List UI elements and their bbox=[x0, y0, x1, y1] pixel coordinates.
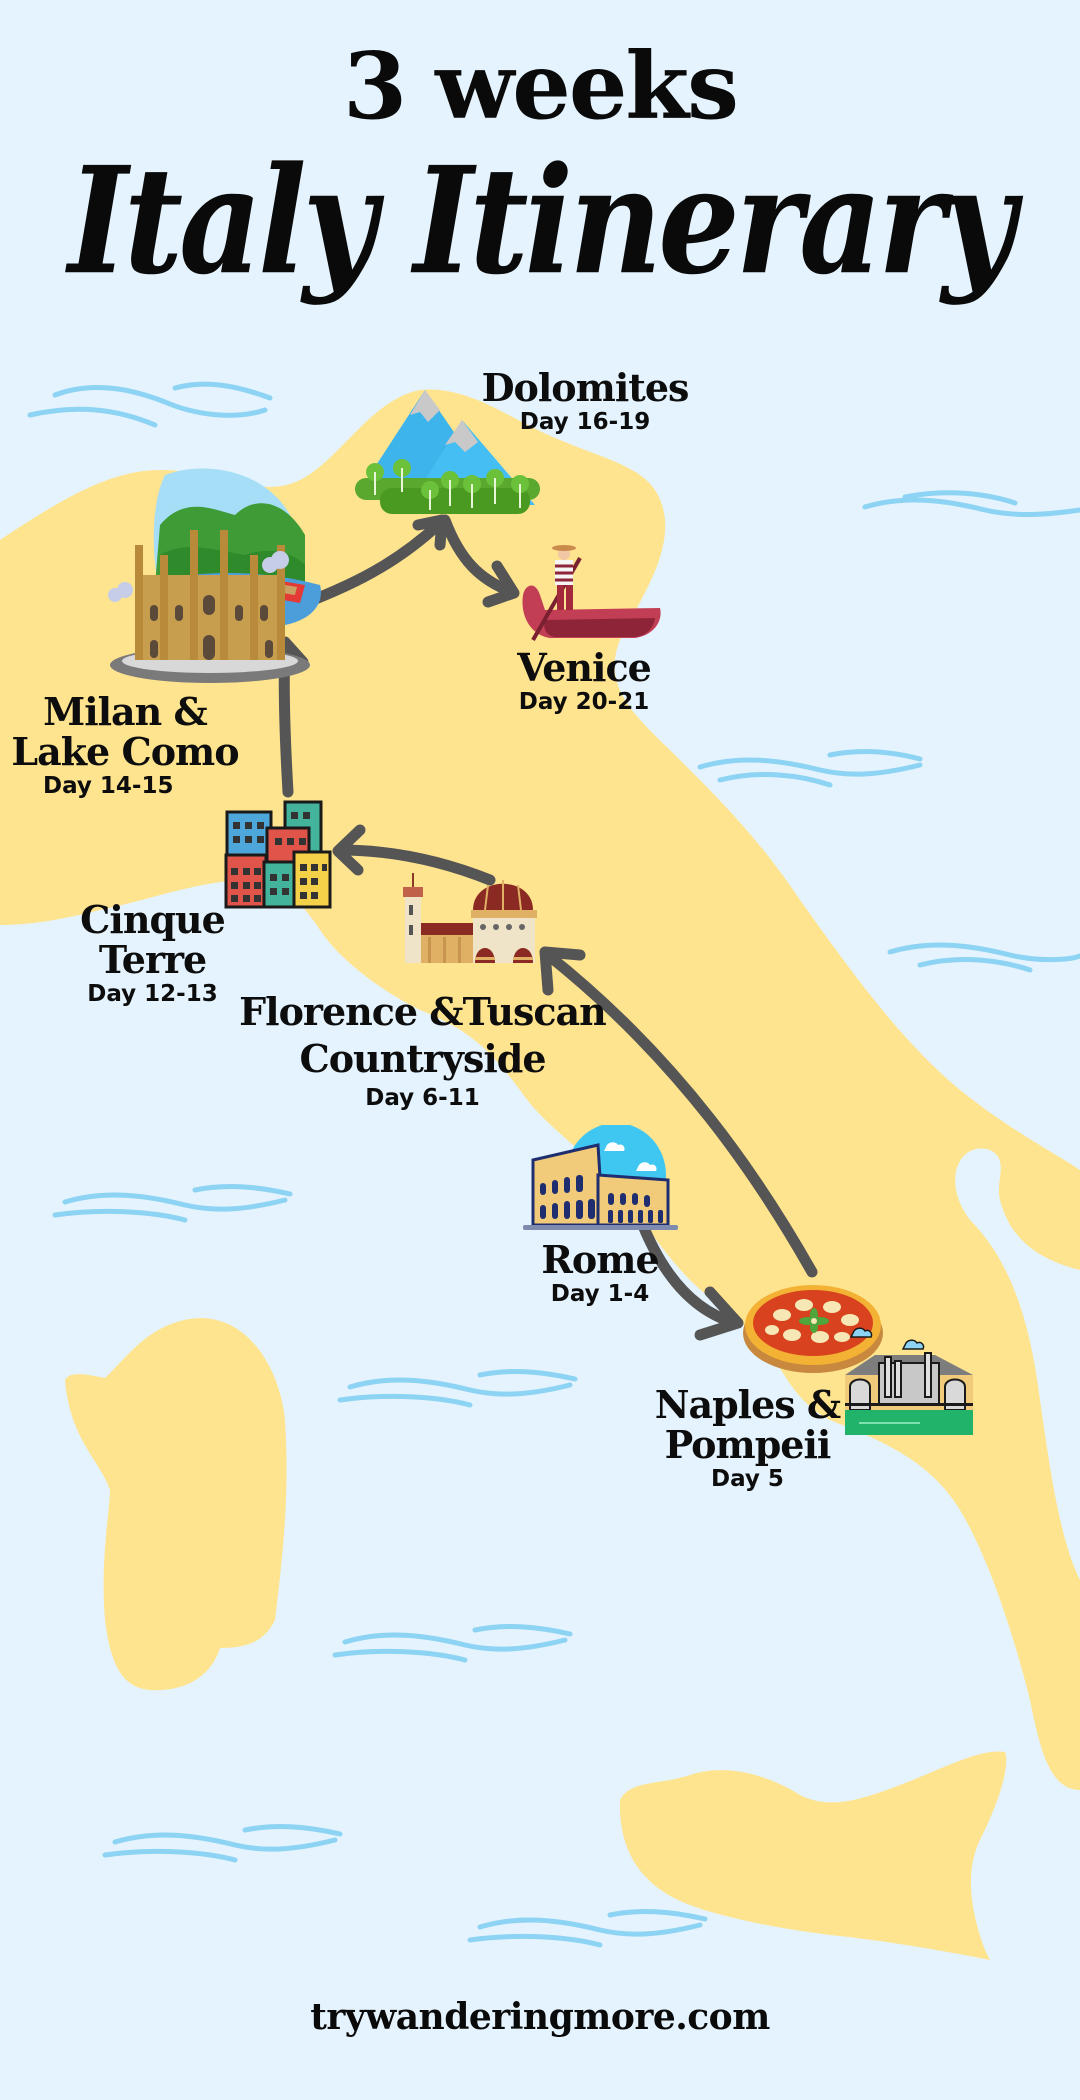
stop-name-line-2: Countryside bbox=[299, 1036, 546, 1081]
website-link[interactable]: trywanderingmore.com bbox=[310, 1996, 770, 2038]
stop-label-rome: Rome Day 1-4 bbox=[520, 1240, 680, 1308]
arrow-florence-to-cinque-terre bbox=[334, 844, 496, 886]
stop-name: Dolomites bbox=[481, 365, 690, 410]
sea-waves bbox=[27, 381, 1080, 1948]
sardinia-island bbox=[65, 1318, 287, 1691]
arrow-dolomites-to-venice bbox=[439, 514, 518, 598]
pizza-icon bbox=[743, 1285, 883, 1373]
stop-name-line-2: Terre bbox=[98, 937, 207, 982]
stop-label-milan: Milan & Lake Como Day 14-15 bbox=[5, 692, 245, 800]
colosseum-icon bbox=[523, 1125, 678, 1230]
stop-name-line-1: Naples & bbox=[654, 1382, 841, 1427]
colorful-buildings-icon bbox=[224, 800, 332, 909]
milan-cathedral-lake-icon bbox=[108, 468, 321, 683]
stop-days: Day 5 bbox=[711, 1466, 784, 1492]
duomo-icon bbox=[403, 873, 537, 963]
stop-days: Day 12-13 bbox=[87, 981, 218, 1007]
stop-name: Rome bbox=[541, 1237, 659, 1282]
stop-days: Day 20-21 bbox=[518, 689, 650, 715]
stop-days: Day 14-15 bbox=[43, 773, 174, 799]
stop-label-cinque-terre: Cinque Terre Day 12-13 bbox=[65, 900, 240, 1008]
stop-label-dolomites: Dolomites Day 16-19 bbox=[470, 368, 700, 436]
page-title: Italy Itinerary bbox=[68, 135, 1016, 308]
stop-days: Day 16-19 bbox=[519, 409, 651, 435]
stop-name-line-1: Florence &Tuscan bbox=[239, 989, 607, 1034]
gondola-icon bbox=[522, 545, 661, 641]
pompeii-ruins-icon bbox=[845, 1327, 973, 1435]
sicily-island bbox=[619, 1751, 1007, 1960]
stop-name-line-2: Pompeii bbox=[664, 1422, 832, 1467]
stop-label-florence: Florence &Tuscan Countryside Day 6-11 bbox=[225, 990, 620, 1112]
stop-label-naples: Naples & Pompeii Day 5 bbox=[645, 1385, 850, 1493]
mainland-italy bbox=[0, 389, 1080, 1791]
stop-name-line-1: Milan & bbox=[43, 689, 208, 734]
arrow-naples-to-florence bbox=[542, 949, 818, 1278]
stop-label-venice: Venice Day 20-21 bbox=[484, 648, 684, 716]
stop-name-line-1: Cinque bbox=[80, 897, 226, 942]
stop-name: Venice bbox=[517, 645, 652, 690]
stop-name-line-2: Lake Como bbox=[11, 729, 239, 774]
title-duration: 3 weeks bbox=[343, 32, 739, 140]
stop-days: Day 1-4 bbox=[550, 1281, 650, 1307]
arrow-rome-to-naples bbox=[634, 1212, 741, 1329]
mountains-icon bbox=[355, 390, 540, 514]
stop-days: Day 6-11 bbox=[365, 1085, 480, 1111]
